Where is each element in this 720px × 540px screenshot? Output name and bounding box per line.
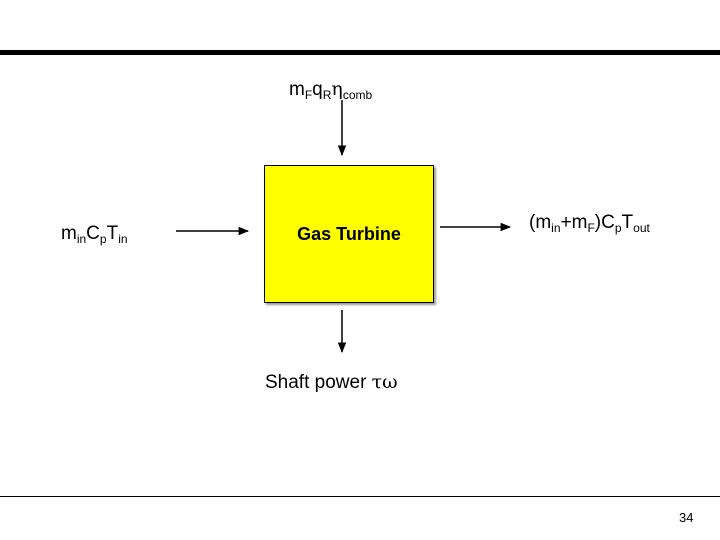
- fuel-input-label: mFqRηcomb: [289, 78, 373, 102]
- exhaust-output-label: (min+mF)CpTout: [529, 212, 650, 235]
- gas-turbine-box: Gas Turbine: [264, 165, 434, 303]
- top-rule: [0, 50, 720, 55]
- gas-turbine-label: Gas Turbine: [297, 223, 401, 244]
- bottom-rule: [0, 496, 720, 497]
- air-input-label: minCpTin: [61, 223, 128, 246]
- page-number: 34: [679, 510, 694, 525]
- shaft-power-label: Shaft power τω: [265, 371, 398, 393]
